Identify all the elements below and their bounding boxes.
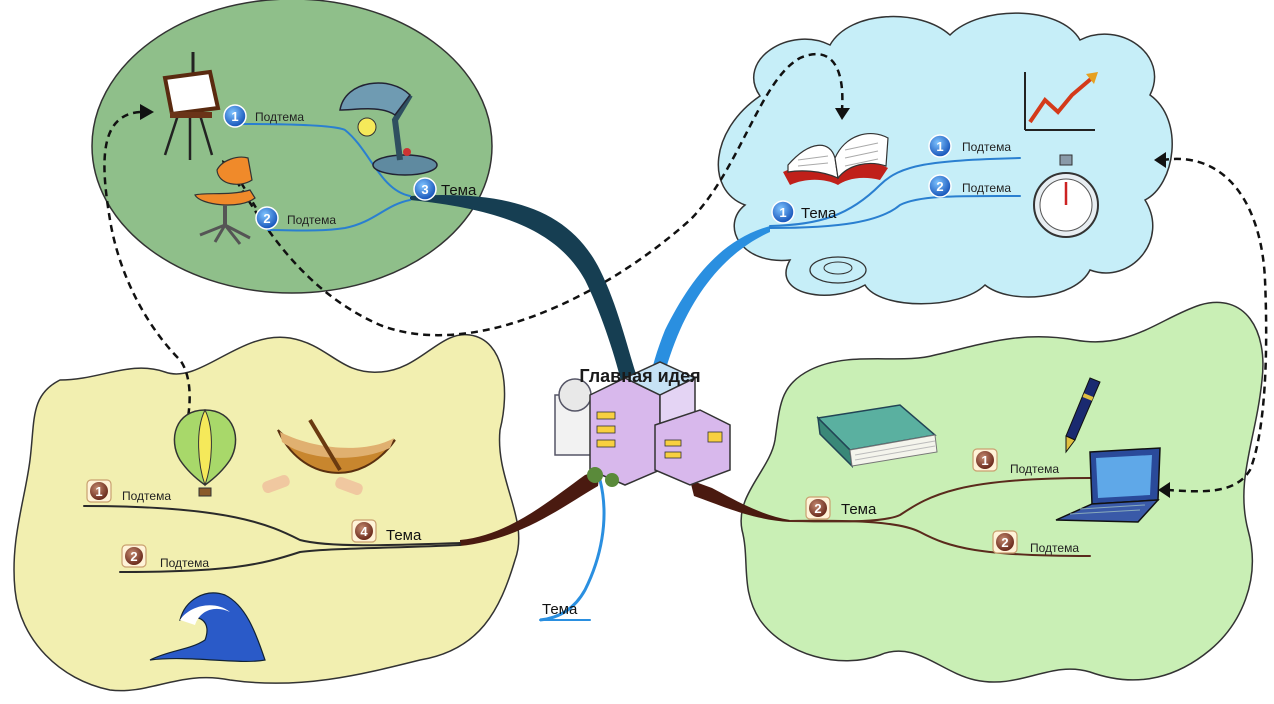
badge-top-left-sub1: 1: [223, 104, 247, 128]
badge-number: 3: [421, 182, 428, 197]
bottom-topic-label: Тема: [542, 601, 578, 618]
central-idea-label: Главная идея: [579, 366, 700, 386]
arrowhead-cloud: [1154, 152, 1166, 168]
top-right-subtopic-2-label: Подтема: [962, 181, 1011, 195]
top-right-subtopic-1-label: Подтема: [962, 140, 1011, 154]
bottom-left-subtopic-2-label: Подтема: [160, 556, 209, 570]
badge-bottom-left-sub1: 1: [86, 479, 112, 503]
top-right-topic-label: Тема: [801, 205, 837, 222]
badge-number: 4: [360, 524, 368, 539]
bottom-left-subtopic-1-label: Подтема: [122, 489, 171, 503]
desk-lamp-icon: [339, 82, 438, 176]
arrowhead-notebook: [835, 108, 850, 120]
top-right-cloud-region: [717, 12, 1173, 305]
subtopic-lines: [83, 123, 1091, 621]
badge-bottom-left-sub2: 2: [121, 544, 147, 568]
badge-number: 1: [95, 484, 102, 499]
dashed-arrow-chair-to-notebook: [228, 52, 844, 337]
badge-number: 1: [936, 139, 943, 154]
top-left-topic-label: Тема: [441, 182, 477, 199]
badge-number: 2: [130, 549, 137, 564]
stopwatch-icon: [1033, 154, 1099, 238]
rowboat-icon: [262, 418, 396, 496]
easel-icon: [162, 52, 221, 160]
notebook-icon: [783, 133, 889, 185]
badge-bottom-right-sub2: 2: [992, 530, 1018, 554]
hot-air-balloon-icon: [173, 408, 237, 497]
badge-top-left-topic: 3: [413, 177, 437, 201]
badge-top-right-sub2: 2: [928, 174, 952, 198]
badge-number: 1: [779, 205, 786, 220]
badge-top-left-sub2: 2: [255, 206, 279, 230]
branch-bottom-right: [690, 480, 790, 522]
arrowhead-easel: [140, 104, 154, 120]
badge-bottom-right-sub1: 1: [972, 448, 998, 472]
dashed-arrow-easel-to-balloon: [103, 110, 191, 441]
bottom-left-region: [13, 333, 520, 692]
bottom-right-topic-label: Тема: [841, 501, 877, 518]
relationship-arrows: [103, 52, 1268, 493]
badge-top-right-topic: 1: [771, 200, 795, 224]
bottom-right-subtopic-2-label: Подтема: [1030, 541, 1079, 555]
fountain-pen-icon: [1065, 377, 1101, 454]
bottom-right-region: [740, 301, 1264, 683]
laptop-icon: [1055, 447, 1161, 523]
bottom-right-subtopic-1-label: Подтема: [1010, 462, 1059, 476]
badge-number: 2: [1001, 535, 1008, 550]
badge-number: 1: [231, 109, 238, 124]
badge-bottom-left-topic: 4: [351, 519, 377, 543]
badge-number: 2: [936, 179, 943, 194]
branch-bottom: [539, 479, 606, 622]
badge-bottom-right-topic: 2: [805, 496, 831, 520]
branch-bottom-left: [460, 470, 600, 546]
badge-number: 2: [814, 501, 821, 516]
office-chair-icon: [194, 156, 256, 245]
book-stack-icon: [816, 404, 938, 469]
growth-chart-icon: [1024, 72, 1098, 131]
top-left-region: [91, 0, 493, 294]
badge-number: 2: [263, 211, 270, 226]
dashed-arrow-cloud-to-laptop: [1161, 157, 1268, 493]
arrowhead-laptop: [1158, 482, 1170, 498]
cloud-tail-ring-inner: [823, 261, 853, 275]
top-left-subtopic-2-label: Подтема: [287, 213, 336, 227]
branch-top-left: [410, 194, 640, 385]
central-buildings-icon: [554, 361, 731, 487]
top-left-subtopic-1-label: Подтема: [255, 110, 304, 124]
ocean-wave-icon: [149, 592, 266, 663]
cloud-tail-ring: [809, 256, 867, 284]
badge-number: 1: [981, 453, 988, 468]
badge-top-right-sub1: 1: [928, 134, 952, 158]
bottom-left-topic-label: Тема: [386, 527, 422, 544]
